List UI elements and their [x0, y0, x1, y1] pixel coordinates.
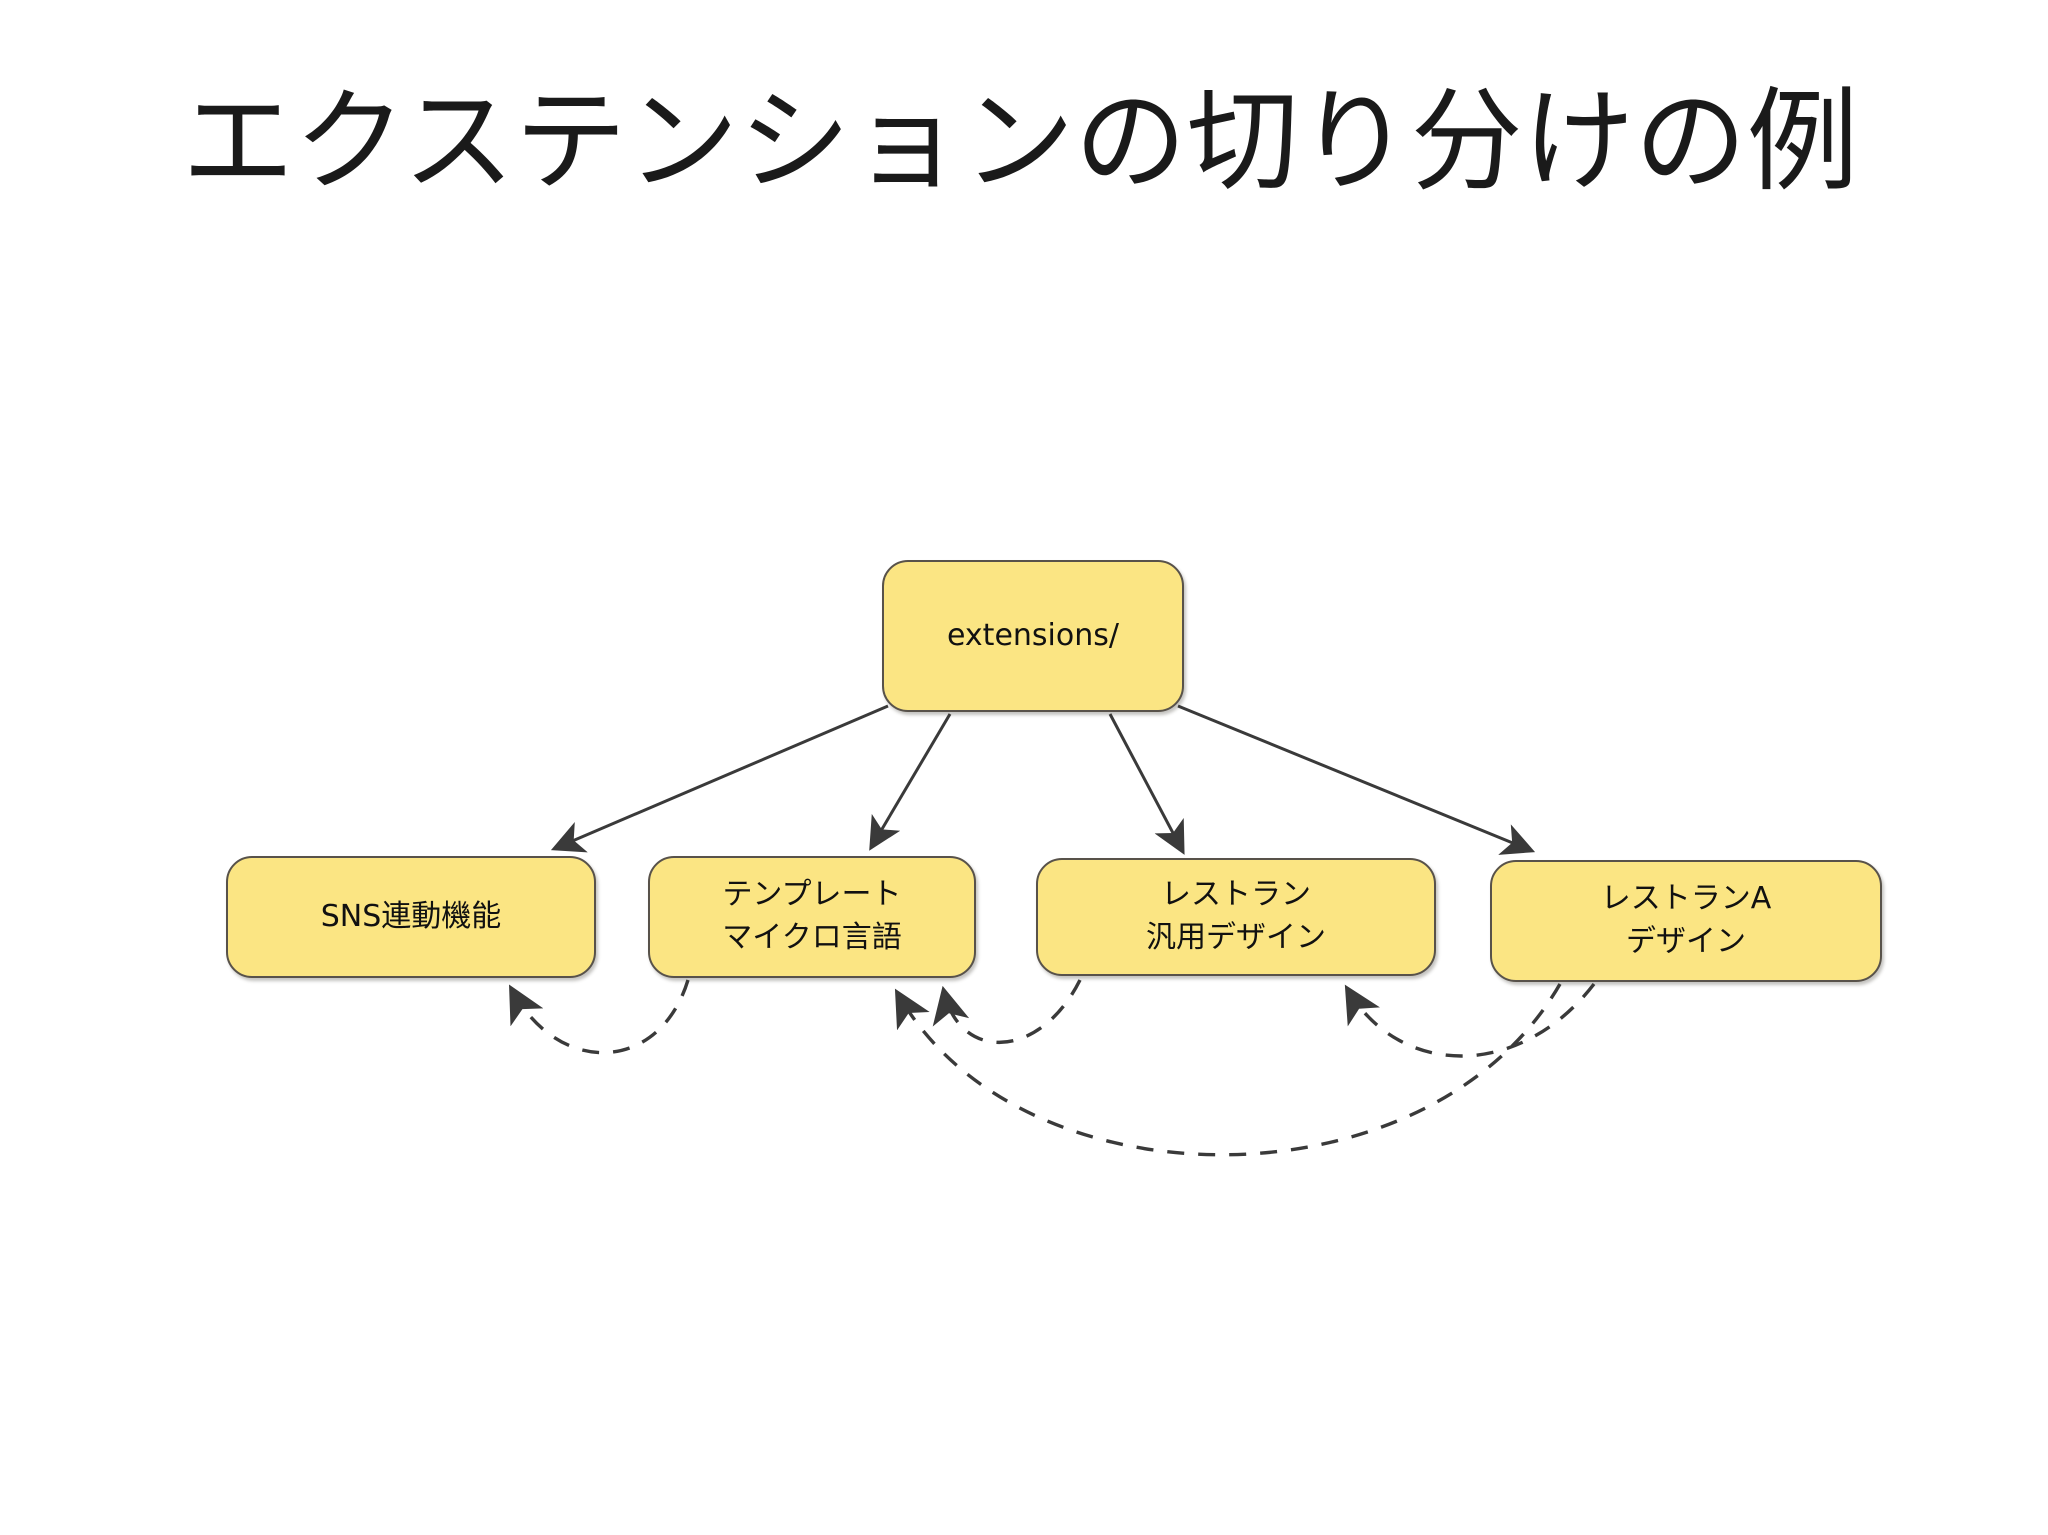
edge-root-to-restaurant-a: [1177, 704, 1536, 855]
node-template-micro-language[interactable]: テンプレート マイクロ言語: [648, 856, 976, 978]
page-title: エクステンションの切り分けの例: [182, 77, 1859, 207]
edge-restaurant-generic-to-template: [932, 979, 1082, 1044]
edge-template-to-sns: [509, 979, 690, 1055]
edge-root-to-template: [869, 713, 952, 851]
node-restaurant-generic-design[interactable]: レストラン 汎用デザイン: [1036, 858, 1436, 976]
node-restaurant-a-design-label: レストランA デザイン: [1600, 881, 1772, 959]
edge-root-to-sns: [550, 704, 889, 853]
node-template-micro-language-label: テンプレート マイクロ言語: [722, 877, 902, 955]
edge-restaurant-a-to-template: [894, 983, 1562, 1157]
node-extensions-root-label: extensions/: [947, 617, 1119, 653]
edge-restaurant-a-to-restaurant-generic: [1344, 982, 1596, 1058]
node-extensions-root[interactable]: extensions/: [882, 560, 1184, 712]
node-sns-integration[interactable]: SNS連動機能: [226, 856, 596, 978]
edge-root-to-restaurant-generic: [1108, 713, 1185, 855]
node-restaurant-a-design[interactable]: レストランA デザイン: [1490, 860, 1882, 982]
node-sns-integration-label: SNS連動機能: [320, 898, 502, 934]
node-restaurant-generic-design-label: レストラン 汎用デザイン: [1146, 877, 1326, 955]
